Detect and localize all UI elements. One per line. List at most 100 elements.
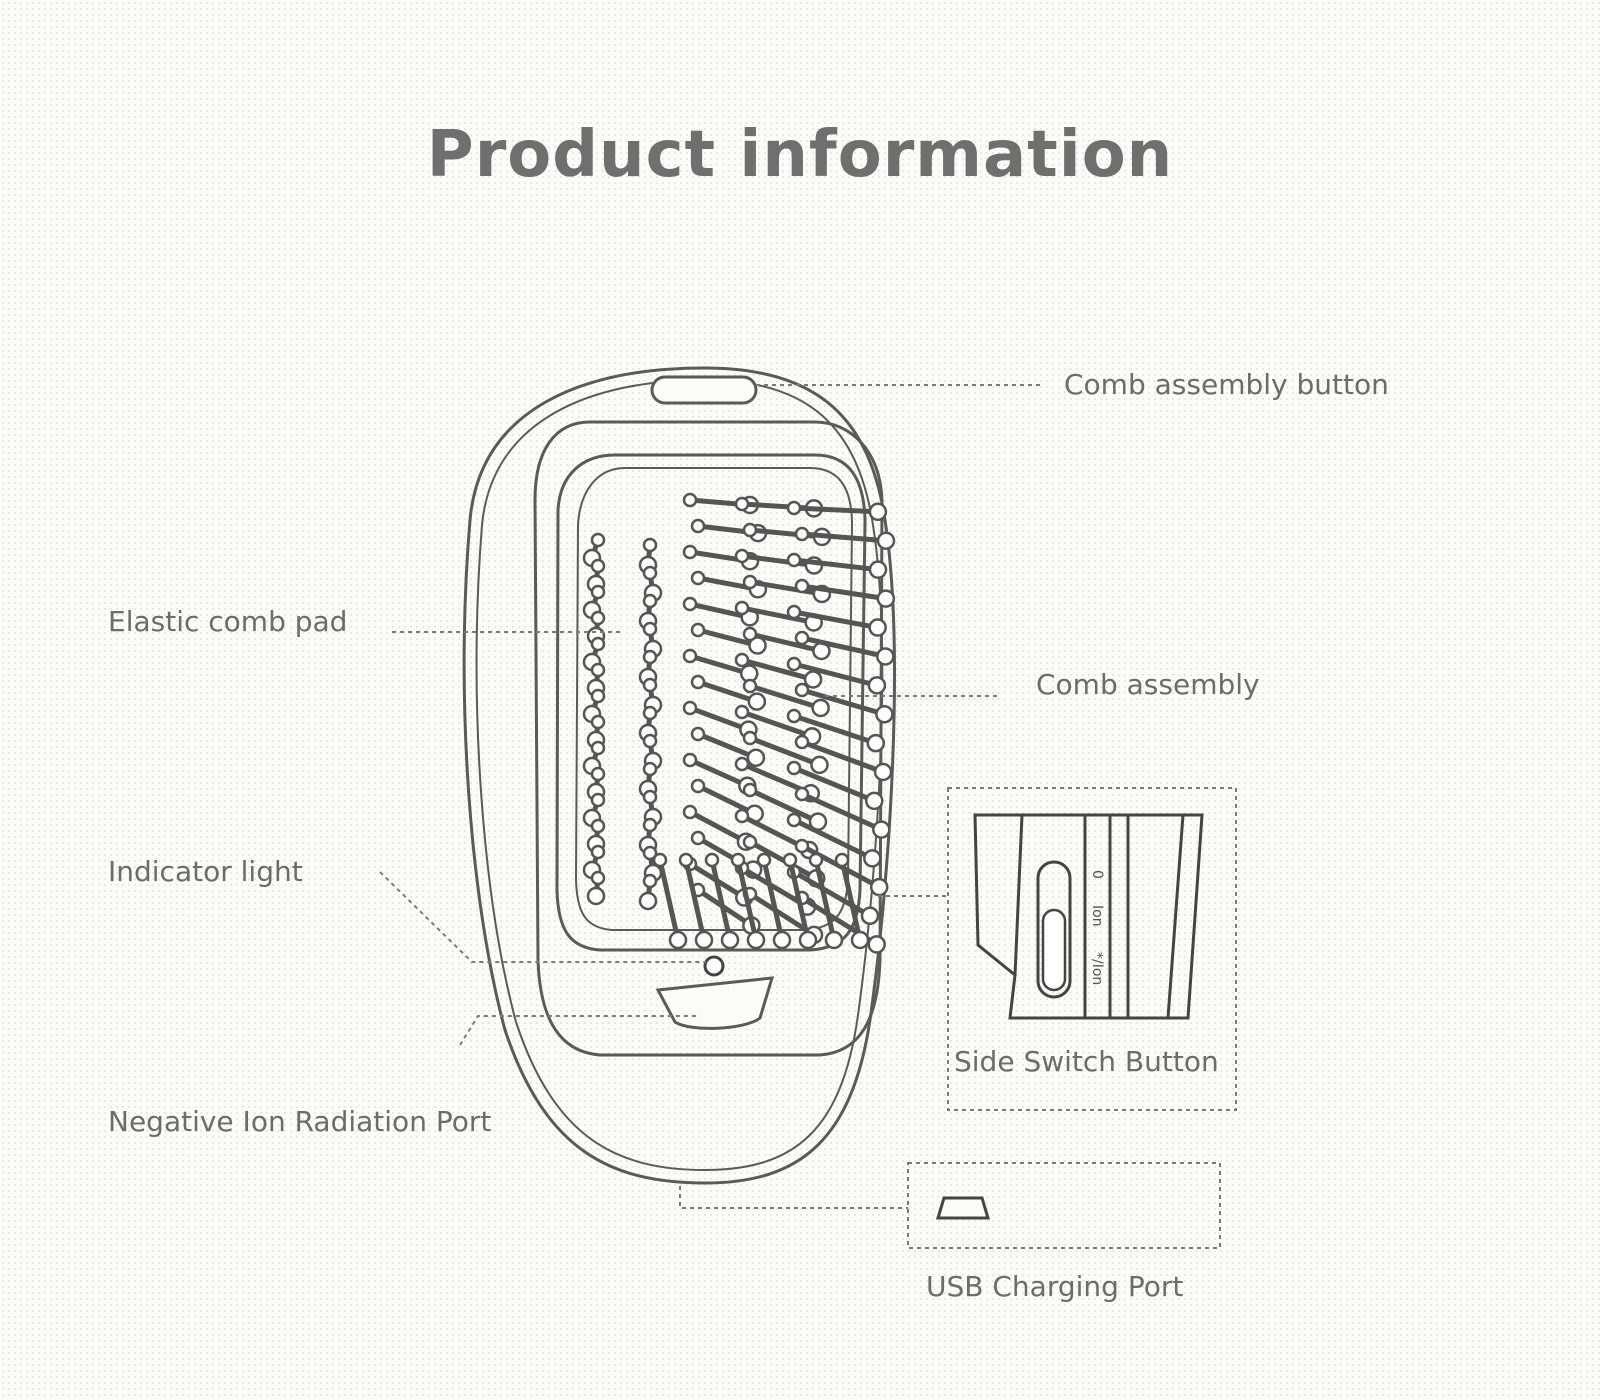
bristle-base	[682, 804, 698, 820]
bristle-base	[734, 600, 750, 616]
bristle-base	[734, 704, 750, 720]
brush-outer-outline	[462, 366, 896, 1185]
bristle-base	[682, 752, 698, 768]
bristle-tip	[850, 930, 870, 950]
bristle-base	[834, 852, 850, 868]
bristle-base	[678, 852, 694, 868]
bristle-tip	[864, 791, 884, 811]
side-switch-drawing	[973, 813, 1204, 1020]
bristle-base	[642, 817, 658, 833]
bristle-base	[786, 552, 802, 568]
bristle-base	[786, 812, 802, 828]
bristle-tip	[867, 676, 887, 695]
bristle-stem	[791, 869, 873, 919]
bristle-base	[794, 682, 810, 698]
bristle-tip	[772, 930, 792, 950]
bristle-stem	[761, 857, 785, 943]
bristle-stem	[687, 809, 749, 845]
bristle-stem	[791, 713, 879, 746]
bristle-base	[590, 688, 606, 704]
side-switch-edge-right	[1166, 814, 1185, 1019]
bristle-base	[742, 522, 758, 538]
bristle-stem	[747, 735, 822, 768]
bristle-base	[690, 674, 706, 690]
negative-ion-port	[655, 976, 775, 1030]
bristle-base	[794, 734, 810, 750]
bristle-stem	[687, 757, 750, 789]
bristle-tip	[876, 647, 895, 666]
bristle-base	[642, 677, 658, 693]
bristle-base	[590, 714, 606, 730]
bristle-stem	[791, 661, 880, 688]
bristle-tip	[638, 891, 658, 911]
bristle-base	[682, 596, 698, 612]
bristle-tip	[869, 877, 889, 897]
bristle-base	[642, 537, 658, 553]
bristle-base	[786, 708, 802, 724]
bristle-base	[590, 818, 606, 834]
indicator-light	[703, 955, 725, 977]
usb-callout-box	[907, 1162, 1221, 1249]
bristle-base	[734, 496, 750, 512]
bristle-base	[742, 574, 758, 590]
bristle-base	[642, 593, 658, 609]
bristle-stem	[799, 791, 884, 833]
switch-mark-ion: Ion	[1089, 905, 1105, 927]
bristle-stem	[683, 857, 707, 943]
bristle-stem	[747, 631, 824, 654]
leader-lines	[379, 384, 1040, 1209]
label-negative-ion-port: Negative Ion Radiation Port	[108, 1105, 492, 1138]
bristle-base	[590, 844, 606, 860]
bristle-base	[742, 678, 758, 694]
bristle-base	[590, 870, 606, 886]
bristle-tip	[875, 705, 894, 724]
bristle-stem	[695, 783, 758, 817]
bristle-tip	[866, 733, 886, 753]
bristle-stem	[747, 579, 825, 597]
bristle-stem	[799, 635, 888, 659]
bristle-tip	[720, 930, 740, 950]
bristle-stem	[695, 679, 760, 705]
bristle-base	[730, 852, 746, 868]
label-indicator-light: Indicator light	[108, 855, 303, 888]
bristle-stem	[791, 765, 877, 804]
side-switch-knob[interactable]	[1041, 908, 1067, 992]
bristle-stem	[739, 553, 817, 568]
bristle-base	[742, 782, 758, 798]
bristle-base	[682, 700, 698, 716]
page-title: Product information	[426, 118, 1174, 192]
bristle-base	[786, 500, 802, 516]
bristles	[582, 492, 896, 954]
bristle-stem	[799, 687, 887, 717]
bristle-tip	[746, 748, 766, 767]
usb-port-icon	[935, 1196, 991, 1220]
bristle-base	[642, 845, 658, 861]
bristle-stem	[657, 857, 681, 943]
bristle-base	[786, 760, 802, 776]
comb-assembly-button[interactable]	[650, 375, 758, 405]
bristle-base	[642, 649, 658, 665]
label-elastic-comb-pad: Elastic comb pad	[108, 605, 348, 638]
bristle-base	[690, 570, 706, 586]
bristle-stem	[687, 601, 753, 620]
bristle-base	[590, 584, 606, 600]
bristle-stem	[791, 505, 881, 515]
bristle-tip	[803, 670, 823, 689]
bristle-stem	[739, 605, 817, 625]
bristle-base	[682, 492, 698, 508]
bristle-base	[590, 558, 606, 574]
bristle-base	[590, 610, 606, 626]
side-switch-callout-box	[947, 787, 1237, 1111]
label-comb-assembly: Comb assembly	[1036, 668, 1260, 701]
bristle-tip	[824, 930, 844, 950]
comb-frame-outer	[533, 420, 884, 1057]
bristle-stem	[735, 857, 759, 943]
bristle-tip	[747, 692, 767, 711]
bristle-base	[590, 766, 606, 782]
bristle-base	[682, 544, 698, 560]
label-side-switch-button: Side Switch Button	[954, 1045, 1219, 1078]
bristle-stem	[799, 583, 889, 602]
bristle-tip	[876, 531, 896, 550]
bristle-base	[682, 648, 698, 664]
